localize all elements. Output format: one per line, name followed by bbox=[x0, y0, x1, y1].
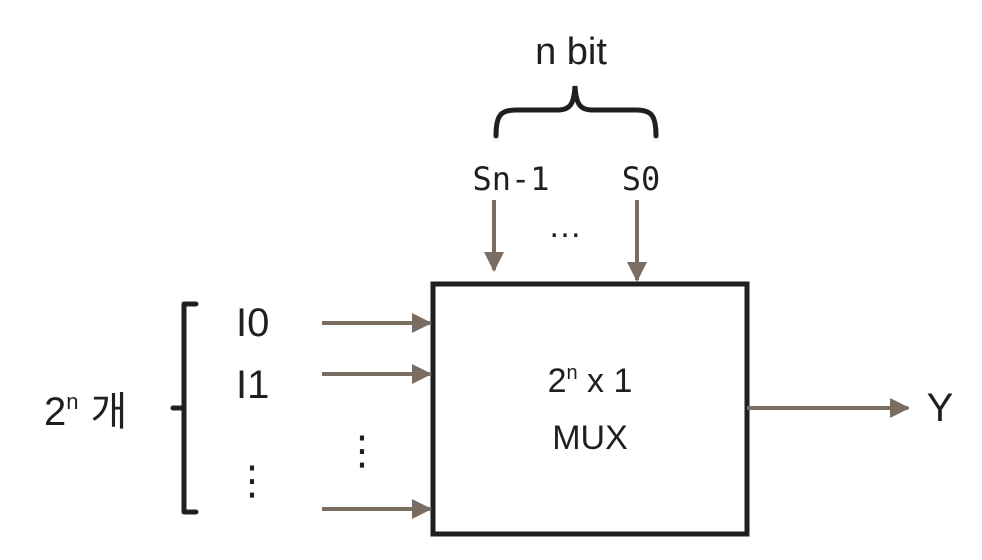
output-label: Y bbox=[927, 386, 954, 430]
n-bit-label: n bit bbox=[535, 31, 607, 73]
input-count-exp: n bbox=[66, 389, 78, 414]
mux-size-label: 2n x 1 bbox=[548, 362, 633, 400]
input-label-dots: ⋮ bbox=[232, 459, 272, 503]
input-label-i0: I0 bbox=[236, 301, 269, 345]
select-label-low: S0 bbox=[622, 160, 661, 198]
select-ellipsis: … bbox=[548, 207, 582, 245]
select-label-high: Sn-1 bbox=[472, 160, 549, 198]
input-arrow-dots: ⋮ bbox=[342, 429, 382, 473]
mux-name: MUX bbox=[552, 419, 628, 457]
input-count-base: 2 bbox=[44, 390, 66, 434]
select-brace bbox=[493, 85, 659, 139]
input-count-word: 개 bbox=[91, 390, 128, 434]
mux-size-exp: n bbox=[566, 362, 577, 384]
input-bracket bbox=[170, 301, 199, 515]
mux-size-base: 2 bbox=[548, 362, 567, 400]
mux-box bbox=[430, 281, 750, 537]
input-label-i1: I1 bbox=[236, 363, 269, 407]
mux-size-rest: x 1 bbox=[578, 362, 633, 400]
